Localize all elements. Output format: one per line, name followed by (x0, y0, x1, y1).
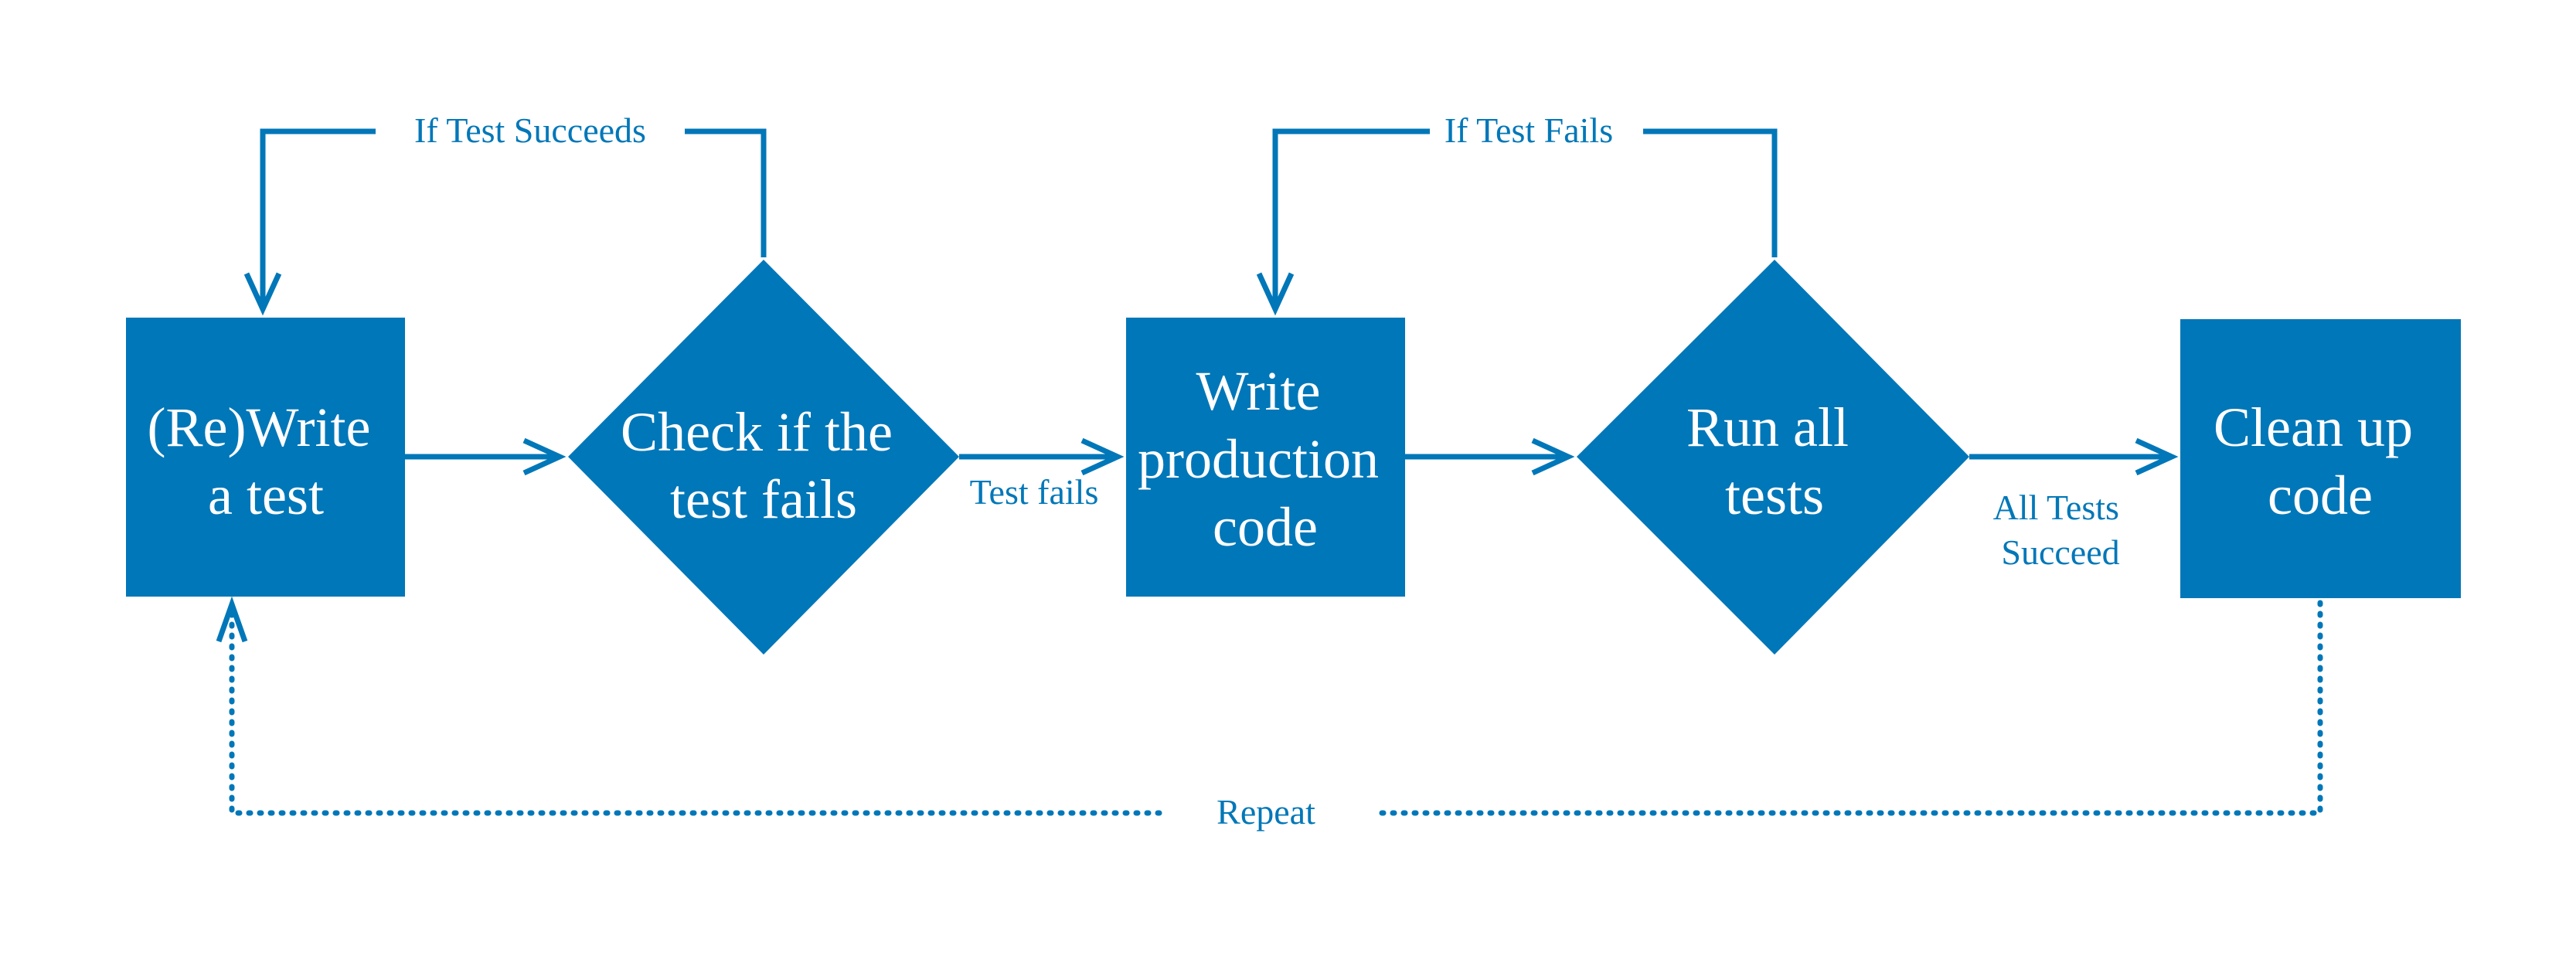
node-run-all-tests: Run all tests (1577, 260, 1969, 655)
label-repeat: Repeat (1217, 792, 1315, 832)
node-clean-up-code-line-2: code (2268, 464, 2373, 526)
arrow-write-to-run (1405, 437, 1575, 476)
svg-text:Run all tests: Run all tests (1686, 396, 1863, 526)
node-rewrite-test-line-1: (Re)Write (148, 396, 371, 458)
node-write-production-code-line-3: code (1213, 496, 1318, 558)
node-write-production-code-line-1: Write (1196, 360, 1320, 422)
arrow-check-to-write (959, 437, 1125, 476)
label-all-tests-succeed-line-1: All Tests (1993, 488, 2119, 527)
node-run-all-tests-line-1: Run all (1686, 396, 1849, 458)
node-rewrite-test-line-2: a test (208, 464, 324, 526)
node-write-production-code-line-2: production (1138, 428, 1379, 490)
svg-text:Check if the test fails: Check if the test fails (621, 401, 907, 530)
label-all-tests-succeed: All Tests Succeed (1993, 488, 2129, 572)
loop-if-test-fails: If Test Fails (1256, 111, 1778, 316)
label-test-fails: Test fails (970, 472, 1099, 512)
node-check-test-fails-line-2: test fails (670, 468, 857, 530)
label-if-test-succeeds: If Test Succeeds (414, 111, 646, 150)
loop-repeat: Repeat (216, 596, 2323, 832)
svg-text:Write production c: Write production code (1138, 360, 1393, 558)
label-if-test-fails: If Test Fails (1445, 111, 1613, 150)
label-all-tests-succeed-line-2: Succeed (2001, 532, 2119, 572)
node-check-test-fails: Check if the test fails (568, 260, 959, 655)
loop-if-test-succeeds: If Test Succeeds (243, 111, 767, 316)
svg-text:Clean up code: Clean up code (2214, 396, 2427, 526)
node-clean-up-code: Clean up code (2180, 319, 2461, 598)
arrow-rewrite-to-check (405, 437, 567, 476)
node-run-all-tests-line-2: tests (1725, 464, 1824, 526)
node-check-test-fails-line-1: Check if the (621, 401, 893, 463)
svg-text:(Re)Write a test: (Re)Write a test (148, 396, 385, 526)
arrow-run-to-clean (1969, 437, 2179, 476)
node-clean-up-code-line-1: Clean up (2214, 396, 2413, 458)
node-rewrite-test: (Re)Write a test (126, 318, 405, 597)
node-write-production-code: Write production code (1126, 318, 1405, 597)
